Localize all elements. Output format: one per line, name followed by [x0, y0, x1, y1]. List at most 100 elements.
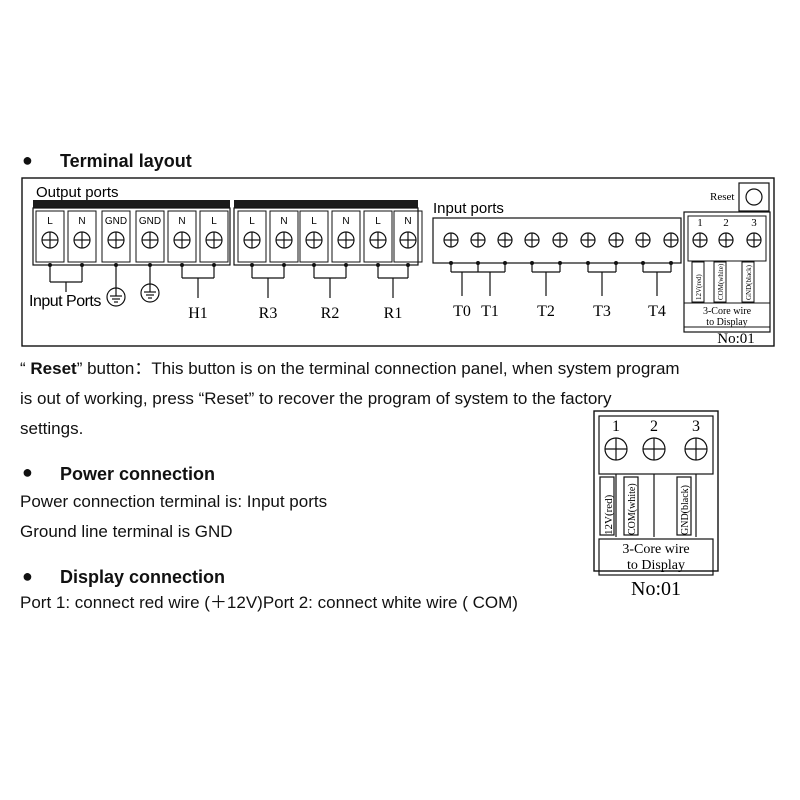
reset-open-quote: “ — [20, 359, 31, 378]
display-terminal-block — [687, 215, 767, 262]
terminal-label: N — [404, 216, 411, 227]
input-terminal-group — [443, 232, 679, 248]
input-ports-label: Input ports — [433, 200, 504, 217]
terminal-screw-icon — [305, 231, 323, 249]
terminal-screw-icon — [337, 231, 355, 249]
terminal-label: L — [311, 216, 317, 227]
terminal-screw-icon — [604, 437, 628, 461]
reset-label: Reset — [710, 191, 734, 203]
display-wire-group: 12V(red) COM(white) GND(black) — [683, 261, 771, 328]
bullet-icon: ● — [22, 462, 33, 482]
ground-icon — [140, 283, 160, 303]
input-ports-bottom-label: Input Ports — [29, 293, 101, 310]
detail-terminal-block — [598, 415, 714, 475]
reset-button-icon — [745, 188, 763, 206]
terminal-screw-icon — [684, 437, 708, 461]
reset-description-line2: is out of working, press “Reset” to reco… — [20, 389, 612, 408]
wire-label: 12V(red) — [695, 274, 703, 300]
detail-terminal-number: 3 — [692, 418, 700, 435]
display-terminal-number: 3 — [751, 217, 757, 229]
display-terminal-group: 1 2 3 — [692, 217, 762, 248]
power-connection-line2: Ground line terminal is GND — [20, 522, 233, 541]
terminal-label: GND — [105, 216, 127, 227]
output-terminal-bar-right — [234, 200, 418, 208]
terminal-screw-icon — [173, 231, 191, 249]
terminal-cell: N — [67, 210, 97, 263]
terminal-label: GND — [139, 216, 161, 227]
reset-description-text: ” button：This button is on the terminal … — [76, 359, 680, 378]
terminal-cell: L — [237, 210, 267, 263]
terminal-screw-icon — [443, 232, 459, 248]
terminal-screw-icon — [399, 231, 417, 249]
reset-button-frame — [738, 182, 770, 212]
reset-keyword: Reset — [30, 359, 77, 378]
terminal-cell: L — [35, 210, 65, 263]
terminal-screw-icon — [243, 231, 261, 249]
input-terminal-block — [432, 217, 682, 264]
terminal-screw-icon — [497, 232, 513, 248]
output-ports-label: Output ports — [36, 184, 119, 201]
display-connection-line1: Port 1: connect red wire (＋12V)Port 2: c… — [20, 593, 518, 612]
output-terminal-group-a: L N GND GND N L — [35, 210, 229, 263]
section-title-power-connection: Power connection — [60, 464, 216, 484]
sensor-label-t2: T2 — [537, 303, 555, 320]
cable-label-line1: 3-Core wire — [703, 306, 752, 317]
detail-connector-frame — [593, 410, 719, 572]
number-label: No:01 — [717, 331, 755, 347]
sensor-label-t0: T0 — [453, 303, 471, 320]
terminal-cell: GND — [101, 210, 131, 263]
section-title-display-connection: Display connection — [60, 567, 226, 587]
terminal-screw-icon — [635, 232, 651, 248]
detail-terminal-number: 1 — [612, 418, 620, 435]
terminal-label: L — [375, 216, 381, 227]
bullet-icon: ● — [22, 566, 33, 586]
display-terminal-number: 2 — [723, 217, 729, 229]
section-title-terminal-layout: Terminal layout — [60, 151, 192, 171]
display-terminal-number: 1 — [697, 217, 703, 229]
detail-terminal-group: 1 2 3 — [604, 418, 708, 461]
relay-label-r1: R1 — [384, 305, 403, 322]
terminal-layout-diagram: Output ports L N GND GND N L L N L N L N Input por… — [21, 177, 775, 347]
wire-label: GND(black) — [745, 264, 753, 300]
detail-wire-label-white: COM(white) — [627, 483, 638, 535]
relay-label-h1: H1 — [188, 305, 208, 322]
ground-icon — [106, 287, 126, 307]
wire-label: COM(white) — [717, 263, 725, 300]
terminal-screw-icon — [642, 437, 666, 461]
display-connector-detail: 1 2 3 12V(red) COM(white) GND(black) 3-Cor… — [593, 410, 719, 600]
detail-wire-label-black: GND(black) — [680, 485, 691, 535]
terminal-label: N — [178, 216, 185, 227]
relay-label-r2: R2 — [321, 305, 340, 322]
display-connector-frame — [683, 211, 771, 333]
output-terminal-block-left — [32, 207, 231, 266]
detail-terminal-number: 2 — [650, 418, 658, 435]
terminal-label: L — [249, 216, 255, 227]
terminal-screw-icon — [275, 231, 293, 249]
terminal-cell: N — [393, 210, 423, 263]
wire-junction-dots — [48, 263, 410, 267]
detail-cable-label-line1: 3-Core wire — [622, 542, 689, 557]
terminal-cell: N — [269, 210, 299, 263]
terminal-label: N — [280, 216, 287, 227]
sensor-label-t4: T4 — [648, 303, 666, 320]
relay-label-r3: R3 — [259, 305, 278, 322]
terminal-cell: L — [199, 210, 229, 263]
terminal-screw-icon — [608, 232, 624, 248]
terminal-screw-icon — [107, 231, 125, 249]
terminal-screw-icon — [369, 231, 387, 249]
terminal-cell: L — [363, 210, 393, 263]
terminal-screw-icon — [718, 232, 734, 248]
terminal-screw-icon — [663, 232, 679, 248]
terminal-screw-icon — [41, 231, 59, 249]
detail-wire-label-red: 12V(red) — [603, 494, 615, 535]
terminal-screw-icon — [205, 231, 223, 249]
terminal-cell: N — [331, 210, 361, 263]
terminal-label: N — [78, 216, 85, 227]
cable-label-line2: to Display — [706, 317, 747, 328]
sensor-label-t1: T1 — [481, 303, 499, 320]
detail-cable-label-line2: to Display — [627, 558, 685, 573]
detail-number-label: No:01 — [631, 578, 681, 600]
terminal-board-outline — [21, 177, 775, 347]
output-terminal-block-right — [233, 207, 419, 266]
